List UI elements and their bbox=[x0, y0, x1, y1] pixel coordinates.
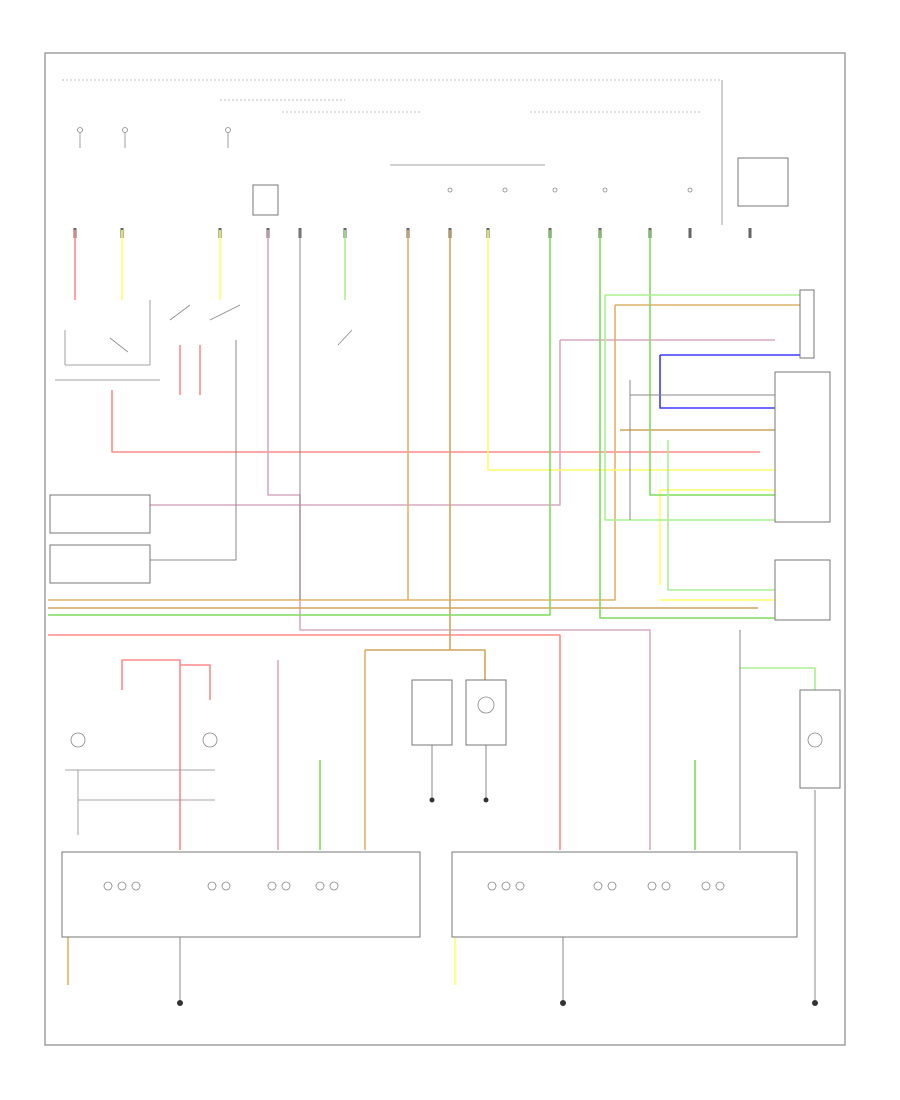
circuit-wires bbox=[48, 230, 816, 1000]
wire-blue-loop bbox=[659, 355, 775, 409]
fuse-7 bbox=[602, 187, 608, 193]
wire-yellow-main bbox=[487, 230, 775, 471]
wire-red-lamp-right bbox=[180, 664, 211, 700]
module-boxes bbox=[49, 494, 841, 789]
connector-mid-right bbox=[774, 371, 831, 523]
fuse-2 bbox=[122, 127, 128, 148]
tail-lamp-group-right bbox=[451, 851, 798, 938]
wire-red-lamp-left bbox=[121, 659, 181, 850]
wire-red-horizontal bbox=[111, 390, 760, 453]
wire-green-lamp-right bbox=[740, 667, 816, 700]
fuse-block bbox=[77, 127, 789, 216]
tail-lamp-group-left bbox=[61, 851, 421, 938]
fuse-5 bbox=[502, 187, 508, 193]
wire-yellow-right bbox=[659, 489, 775, 585]
wire-lightgreen-mid bbox=[604, 295, 775, 521]
wire-orange-2 bbox=[408, 305, 616, 601]
ground-icon bbox=[483, 797, 489, 803]
wire-green-lower bbox=[599, 230, 775, 619]
top-right-relay bbox=[737, 157, 789, 207]
relay-box-2 bbox=[465, 679, 507, 746]
wire-pink-left bbox=[150, 340, 561, 506]
fuse-8 bbox=[687, 187, 693, 193]
wire-pink-main bbox=[267, 230, 651, 850]
header-bus bbox=[62, 79, 723, 225]
relay-box-1 bbox=[411, 679, 453, 746]
ground-icon bbox=[429, 797, 435, 803]
diagram-border bbox=[44, 52, 846, 1046]
switches bbox=[55, 300, 353, 381]
right-lamp-box bbox=[799, 689, 841, 789]
wire-gray-left bbox=[150, 340, 237, 561]
connector-top-right bbox=[799, 289, 815, 359]
connector-lower-right bbox=[774, 559, 831, 621]
connector-pin bbox=[688, 228, 692, 238]
fuse-3 bbox=[225, 127, 231, 148]
left-module bbox=[49, 494, 151, 534]
fuse-6 bbox=[552, 187, 558, 193]
lamp-icon bbox=[202, 732, 218, 748]
lamps-left bbox=[65, 732, 218, 835]
wire-lightgreen-inner bbox=[667, 440, 775, 591]
ground-icon bbox=[177, 1000, 183, 1006]
relay-module-top bbox=[252, 184, 279, 216]
connector-pin bbox=[748, 228, 752, 238]
fuse-4 bbox=[447, 187, 453, 193]
ground-icon bbox=[812, 1000, 818, 1006]
left-module-2 bbox=[49, 544, 151, 584]
wire-green-1 bbox=[48, 230, 551, 616]
fuse-1 bbox=[77, 127, 83, 148]
wire-tan-relay bbox=[365, 649, 486, 680]
lamp-icon bbox=[70, 732, 86, 748]
ground-icon bbox=[560, 1000, 566, 1006]
wire-green-right bbox=[649, 230, 775, 496]
wire-red-lower bbox=[48, 634, 561, 850]
right-connectors bbox=[774, 289, 831, 621]
ground-points bbox=[177, 797, 818, 1006]
